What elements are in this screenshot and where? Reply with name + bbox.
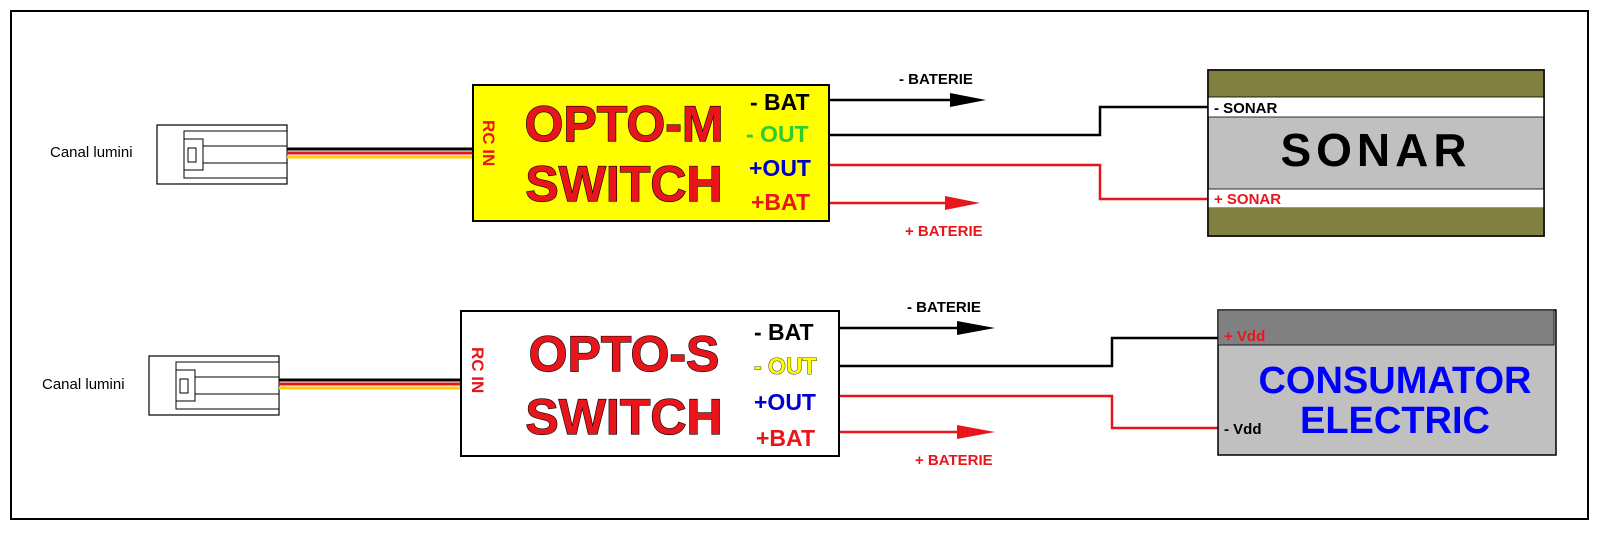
sonar-plus-label: + SONAR [1214, 191, 1281, 208]
top-pin-bat-plus: +BAT [751, 189, 810, 215]
consumer-plus-label: + Vdd [1224, 328, 1265, 345]
bottom-pin-bat-minus: - BAT [754, 319, 814, 345]
opto-m-switch-label: SWITCH [525, 156, 722, 212]
bottom-servo-connector [148, 355, 280, 416]
bottom-plus-battery-label: + BATERIE [915, 452, 993, 469]
opto-m-title: OPTO-M [524, 96, 723, 152]
consumer-title-2: ELECTRIC [1300, 400, 1490, 442]
bottom-minus-battery-label: - BATERIE [907, 299, 981, 316]
top-plus-battery-label: + BATERIE [905, 223, 983, 240]
top-servo-connector [156, 124, 288, 185]
sonar-minus-label: - SONAR [1214, 100, 1278, 117]
sonar-device [1207, 69, 1545, 237]
top-rc-in-label: RC IN [479, 120, 498, 166]
bottom-plus-battery-arrow [840, 425, 995, 439]
top-row: Canal lumini RC IN OPTO-M SWITCH - BAT -… [50, 69, 1545, 240]
bottom-pin-out-plus: +OUT [754, 389, 816, 415]
opto-m-module [472, 84, 830, 222]
top-minus-battery-label: - BATERIE [899, 71, 973, 88]
top-pin-out-minus: - OUT [746, 121, 809, 147]
consumer-minus-label: - Vdd [1224, 421, 1262, 438]
bottom-connector-label: Canal lumini [42, 376, 125, 393]
bottom-row: Canal lumini RC IN OPTO-S SWITCH - BAT -… [42, 299, 1557, 469]
opto-s-switch-label: SWITCH [525, 389, 722, 445]
bottom-pin-bat-plus: +BAT [756, 425, 815, 451]
bottom-pin-out-minus: - OUT [754, 353, 817, 379]
top-pin-bat-minus: - BAT [750, 89, 810, 115]
bottom-minus-battery-arrow [840, 321, 995, 335]
bottom-rc-in-label: RC IN [468, 347, 487, 393]
top-plus-battery-arrow [830, 196, 980, 210]
consumer-title-1: CONSUMATOR [1258, 360, 1531, 402]
top-out-minus-wire [830, 105, 1208, 137]
sonar-title: SONAR [1280, 124, 1471, 176]
top-out-plus-wire [830, 163, 1208, 201]
opto-s-module [460, 310, 840, 457]
top-servo-cable [287, 147, 474, 159]
top-minus-battery-arrow [830, 93, 986, 107]
top-pin-out-plus: +OUT [749, 155, 811, 181]
bottom-out-plus-wire [840, 394, 1218, 430]
opto-s-title: OPTO-S [529, 326, 720, 382]
bottom-out-minus-wire [840, 336, 1218, 368]
consumer-device [1217, 309, 1557, 456]
top-connector-label: Canal lumini [50, 144, 133, 161]
bottom-servo-cable [279, 378, 462, 390]
